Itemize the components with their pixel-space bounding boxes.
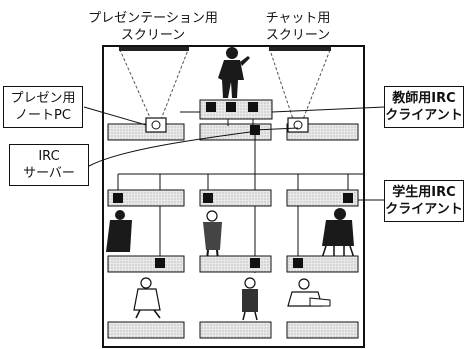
presentation-screen bbox=[119, 47, 189, 51]
chat-screen bbox=[269, 47, 331, 51]
student-pc bbox=[343, 193, 353, 203]
student-figure bbox=[203, 210, 222, 271]
teacher-desk-pc bbox=[248, 102, 258, 112]
irc-server-line2: サーバー bbox=[23, 166, 75, 181]
presentation-screen-label-line2: スクリーン bbox=[120, 28, 186, 43]
chat-screen-label: チャット用 スクリーン bbox=[248, 10, 348, 44]
desk-row3-right bbox=[286, 255, 359, 273]
student-client-box: 学生用IRC クライアント bbox=[384, 180, 464, 222]
irc-server-line1: IRC bbox=[38, 149, 60, 164]
teacher-desk-pc bbox=[206, 102, 216, 112]
student-pc bbox=[155, 258, 165, 268]
student-figure bbox=[106, 210, 132, 252]
desk-row3-center bbox=[199, 255, 272, 273]
desk-row3-left bbox=[107, 255, 185, 273]
chat-screen-label-line1: チャット用 bbox=[265, 11, 331, 26]
student-pc bbox=[293, 258, 303, 268]
desk-row2-right bbox=[286, 189, 359, 207]
desk-row2-center bbox=[199, 189, 272, 207]
presentation-screen-label-line1: プレゼンテーション用 bbox=[88, 11, 218, 26]
student-pc bbox=[203, 193, 213, 203]
desk-row4-left bbox=[107, 321, 185, 339]
teacher-desk-pc bbox=[226, 102, 236, 112]
presentation-screen-label: プレゼンテーション用 スクリーン bbox=[78, 10, 228, 44]
teacher-client-line1: 教師用IRC bbox=[392, 91, 456, 106]
irc-server-box: IRC サーバー bbox=[9, 144, 89, 186]
presenter-pc-line1: プレゼン用 bbox=[10, 91, 76, 106]
chat-screen-label-line2: スクリーン bbox=[265, 28, 331, 43]
presenter-pc-box: プレゼン用 ノートPC bbox=[3, 86, 83, 128]
desk-row4-center bbox=[199, 321, 272, 339]
student-figure bbox=[133, 277, 161, 319]
student-client-line1: 学生用IRC bbox=[392, 185, 456, 200]
student-figure bbox=[287, 278, 331, 307]
teacher-figure bbox=[218, 47, 250, 98]
student-figure bbox=[319, 208, 357, 268]
chat-projector bbox=[287, 117, 309, 133]
teacher-client-line2: クライアント bbox=[385, 108, 463, 123]
presentation-projector bbox=[145, 117, 167, 133]
presenter-pc-line2: ノートPC bbox=[15, 108, 71, 123]
student-client-line2: クライアント bbox=[385, 202, 463, 217]
teacher-client-box: 教師用IRC クライアント bbox=[384, 86, 464, 128]
student-pc bbox=[250, 258, 260, 268]
desk-row4-right bbox=[286, 321, 359, 339]
desk-row2-left bbox=[107, 189, 185, 207]
student-figure bbox=[242, 277, 258, 321]
student-pc bbox=[113, 193, 123, 203]
